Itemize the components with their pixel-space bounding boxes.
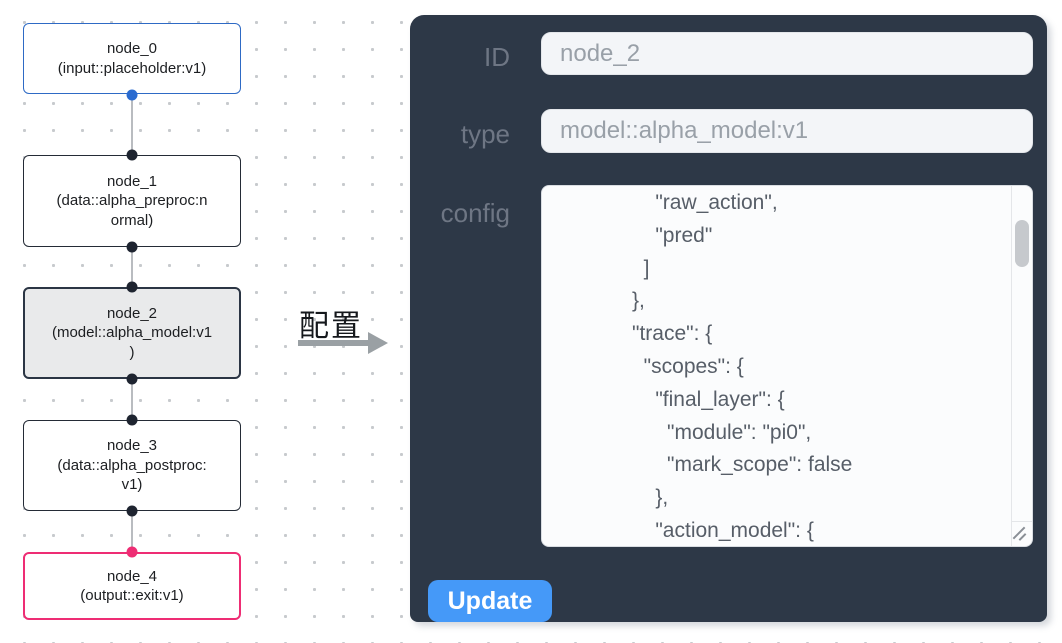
node-type-label: ormal) [110,211,154,229]
edge-node0-node1 [131,95,133,155]
node-node_3[interactable]: node_3 (data::alpha_postproc: v1) [23,420,241,511]
handle-node4-top[interactable] [126,546,138,558]
handle-node0-bottom[interactable] [126,89,138,101]
node-type-label: (output::exit:v1) [80,587,184,604]
edge-node2-node3 [131,379,133,420]
node-type-label: v1) [121,476,143,494]
scrollbar-thumb[interactable] [1015,220,1029,267]
handle-node1-bottom[interactable] [126,241,138,253]
handle-node1-top[interactable] [126,149,138,161]
type-input[interactable] [541,109,1033,153]
id-field-label: ID [484,42,510,72]
config-field-label: config [440,198,510,228]
node-type-label: (data::alpha_postproc: [57,456,207,474]
resize-handle-icon[interactable] [1010,524,1028,542]
edge-node1-node2 [131,247,133,287]
node-node_0[interactable]: node_0 (input::placeholder:v1) [23,23,241,94]
type-field-label: type [460,119,510,149]
node-label: node_2 [106,304,158,322]
right-arrow-head-icon [368,332,388,354]
update-button[interactable]: Update [428,580,552,622]
node-label: node_4 [106,567,158,585]
handle-node3-top[interactable] [126,414,138,426]
edge-node3-node4 [131,511,133,552]
node-node_4[interactable]: node_4 (output::exit:v1) [23,552,241,620]
scrollbar-track [1011,186,1012,546]
node-node_1[interactable]: node_1 (data::alpha_preproc:n ormal) [23,155,241,247]
config-editor[interactable]: "raw_action", "pred" ] }, "trace": { "sc… [541,185,1033,547]
right-arrow-icon [298,340,370,346]
node-label: node_3 [106,437,158,455]
node-type-label: (data::alpha_preproc:n [56,192,208,210]
node-properties-panel: ID type config "raw_action", "pred" ] },… [410,15,1047,622]
handle-node2-bottom[interactable] [126,373,138,385]
handle-node2-top[interactable] [126,281,138,293]
node-type-label: (model::alpha_model:v1 [51,324,213,342]
node-type-label: ) [129,343,135,361]
handle-node3-bottom[interactable] [126,505,138,517]
node-node_2-selected[interactable]: node_2 (model::alpha_model:v1 ) [23,287,241,379]
node-label: node_1 [106,172,158,190]
id-input[interactable] [541,32,1033,75]
config-code-text[interactable]: "raw_action", "pred" ] }, "trace": { "sc… [632,191,853,542]
configure-annotation-label: 配置 [299,309,363,344]
node-label: node_0 [106,40,158,57]
scrollbar-corner-divider [1011,521,1032,522]
node-type-label: (input::placeholder:v1) [57,59,207,77]
